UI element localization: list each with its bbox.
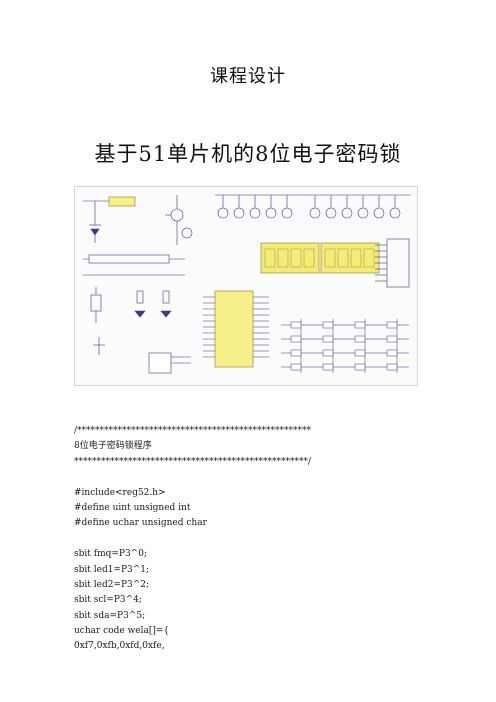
code-line: sbit scl=P3^4; [74, 595, 142, 606]
display-modules [260, 242, 380, 274]
code-line [74, 532, 424, 547]
code-line: sbit led1=P3^1; [74, 564, 150, 575]
code-line: 0xf7,0xfb,0xfd,0xfe, [74, 641, 165, 652]
code-line: sbit led2=P3^2; [74, 579, 150, 590]
code-line: sbit sda=P3^5; [74, 610, 146, 621]
code-line [74, 470, 424, 485]
code-line: uchar code wela[]={ [74, 626, 170, 637]
mcu-chip [203, 290, 269, 368]
code-line: 8位电子密码锁程序 [74, 441, 152, 452]
keypad-matrix [281, 319, 409, 373]
code-line: /***************************************… [74, 426, 312, 436]
code-line: sbit fmq=P3^0; [74, 549, 147, 560]
right-connector [375, 238, 410, 288]
code-line: ****************************************… [74, 456, 312, 467]
code-line: #define uchar unsigned char [74, 518, 207, 529]
schematic-drawing [83, 194, 411, 374]
eeprom-chip [148, 352, 191, 374]
course-title: 课程设计 [210, 66, 286, 87]
source-code-block: /***************************************… [74, 424, 424, 655]
transistor-row [217, 195, 401, 219]
code-line: #define uint unsigned int [74, 502, 191, 513]
circuit-schematic-image [74, 186, 418, 386]
design-title: 基于51单片机的8位电子密码锁 [94, 142, 402, 166]
code-line: #include<reg52.h> [74, 487, 166, 498]
